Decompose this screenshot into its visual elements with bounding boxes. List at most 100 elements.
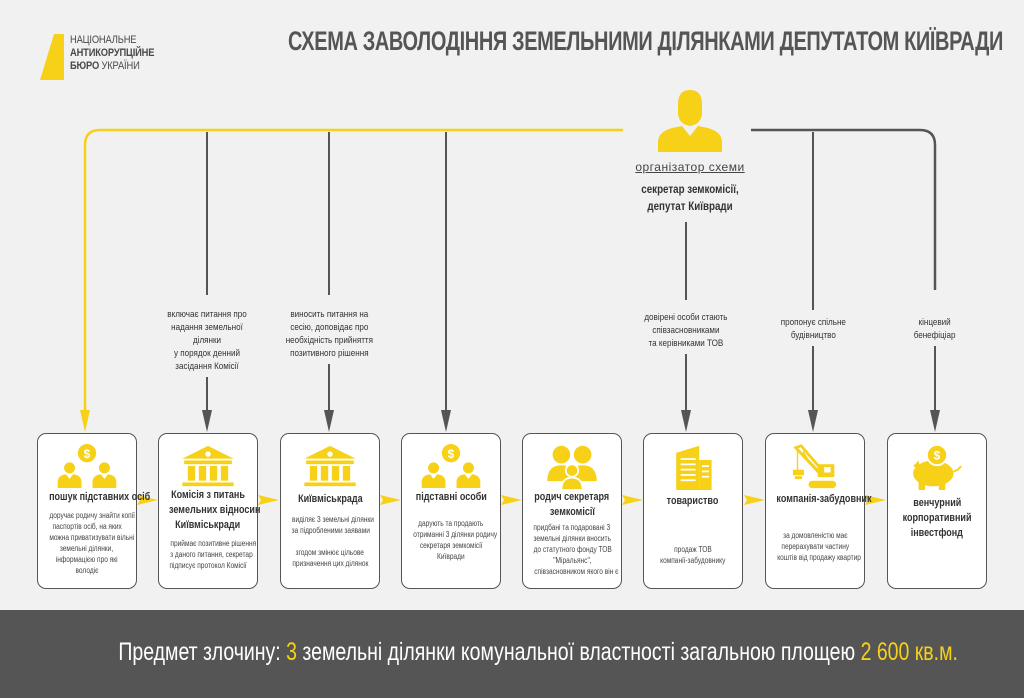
- svg-text:$: $: [84, 447, 91, 461]
- government-building-icon: [180, 444, 236, 493]
- card-desc-line: за домовленістю має: [782, 531, 848, 540]
- card-name-line: підставні особи: [415, 491, 487, 503]
- card-desc-line: секретаря земкомісії: [419, 541, 483, 550]
- organizer-person-icon: [658, 90, 722, 152]
- government-building-icon: [302, 444, 358, 493]
- step-label-line: надання земельної ділянки: [171, 322, 243, 346]
- card-desc-line: коштів від продажу квартир: [777, 553, 861, 562]
- arrow-head: [808, 410, 818, 432]
- logo-line-3-rest: УКРАЇНИ: [99, 60, 140, 72]
- card-name-line: компанія-забудовник: [776, 493, 872, 505]
- card-desc-line: паспортів осіб, на яких: [52, 522, 122, 531]
- card-desc-line: перерахувати частину: [781, 542, 849, 551]
- card-kyiv-city-council: Київміськрада виділяє 3 земельні ділянки з…: [280, 433, 380, 589]
- step-label-line: довірені особи стають: [644, 312, 728, 323]
- card-name-line: Комісія з питань: [171, 489, 245, 501]
- card-desc-line: Київради: [437, 552, 465, 561]
- step-label-line: виносить питання на: [290, 309, 368, 320]
- card-desc-line: володіє: [75, 566, 99, 575]
- card-desc-line: підписує протокол Комісії: [169, 561, 247, 570]
- card-desc-line: виділяє 3 земельні ділянки: [291, 515, 374, 524]
- step-label-line: необхідність прийняття: [285, 335, 373, 346]
- logo-text: НАЦІОНАЛЬНЕ АНТИКОРУПЦІЙНЕ БЮРО УКРАЇНИ: [70, 34, 154, 73]
- card-name-line: земельних відносин: [169, 504, 261, 516]
- card-desc-line: можна приватизувати вільні: [49, 533, 135, 542]
- step-label-line: сесію, доповідає про: [290, 322, 368, 333]
- flow-arrow: [380, 495, 401, 505]
- flow-arrow: [258, 495, 279, 505]
- svg-text:$: $: [448, 447, 455, 461]
- arrow-head: [681, 410, 691, 432]
- step-label: виносить питання на сесію, доповідає про н…: [269, 304, 389, 364]
- flow-arrow: [865, 495, 886, 505]
- card-desc-line: отриманні 3 ділянки родичу: [413, 530, 498, 539]
- card-desc-line: за підробленими заявами: [291, 526, 370, 535]
- piggy-bank-icon: $: [909, 444, 965, 495]
- card-name-line: венчурний: [912, 497, 962, 509]
- footer-prefix: Предмет злочину:: [118, 638, 287, 666]
- footer-text: Предмет злочину: 3 земельні ділянки кому…: [0, 638, 1024, 667]
- organizer-desc-line: секретар земкомісії,: [641, 184, 739, 196]
- card-desc-line: приймає позитивне рішення: [170, 539, 257, 548]
- organizer-description: секретар земкомісії, депутат Київради: [622, 182, 758, 216]
- step-label-line: позитивного рішення: [289, 348, 369, 359]
- card-desc-line: згодом змінює цільове: [295, 548, 365, 557]
- organizer-label: організатор схеми: [635, 160, 745, 174]
- card-desc-line: з даного питання, секретар: [170, 550, 253, 559]
- card-name-line: Київміськради: [175, 519, 241, 531]
- card-description: приймає позитивне рішення з даного питанн…: [161, 538, 257, 571]
- card-name: товариство: [644, 494, 742, 509]
- arrow-head: [324, 410, 334, 432]
- step-label-line: бенефіціар: [914, 330, 956, 341]
- footer-middle: земельні ділянки комунальної властності …: [297, 638, 861, 666]
- card-desc-line: призначення цих ділянок: [291, 559, 369, 568]
- step-label-line: у порядок денний: [173, 348, 241, 359]
- footer-band: [0, 610, 1024, 698]
- step-label-line: кінцевий: [918, 317, 952, 328]
- card-name: Київміськрада: [281, 492, 379, 507]
- crane-icon: [792, 444, 838, 495]
- arrow-head: [202, 410, 212, 432]
- card-name-line: родич секретаря: [534, 491, 610, 503]
- card-desc-line: земельні ділянки,: [60, 544, 114, 553]
- logo-line-1: НАЦІОНАЛЬНЕ: [70, 34, 137, 46]
- people-money-icon: $: [52, 444, 122, 493]
- office-building-icon: [672, 444, 714, 495]
- flow-arrow: [501, 495, 522, 505]
- card-desc-line: інформацією про які: [56, 555, 118, 564]
- card-desc-line: "Міральянс",: [552, 556, 592, 565]
- card-desc-line: до статутного фонду ТОВ: [533, 545, 612, 554]
- nabu-logo-icon: [40, 34, 64, 80]
- card-desc-line: компанії-забудовнику: [660, 556, 726, 565]
- gray-connector: [751, 128, 937, 290]
- family-icon: [547, 444, 597, 495]
- step-label-line: та керівниками ТОВ: [648, 338, 724, 349]
- arrow-head: [930, 410, 940, 432]
- card-name-line: Київміськрада: [297, 493, 363, 505]
- yellow-connector: [83, 128, 623, 412]
- card-name-line: інвестфонд: [910, 527, 964, 539]
- page-title: СХЕМА ЗАВОЛОДІННЯ ЗЕМЕЛЬНИМИ ДІЛЯНКАМИ Д…: [288, 26, 1003, 56]
- step-label-line: включає питання про: [167, 309, 247, 320]
- step-label: кінцевий бенефіціар: [875, 312, 995, 346]
- flow-arrow: [137, 495, 158, 505]
- organizer-desc-line: депутат Київради: [647, 201, 733, 213]
- step-label-line: будівництво: [790, 330, 836, 341]
- card-name: підставні особи: [402, 490, 500, 505]
- card-name: компанія-забудовник: [766, 492, 871, 507]
- connector-lines: [80, 128, 940, 505]
- footer-area: 2 600 кв.м.: [860, 638, 958, 666]
- card-desc-line: співзасновником якого він є: [534, 567, 619, 576]
- step-label: включає питання про надання земельної діл…: [147, 304, 267, 377]
